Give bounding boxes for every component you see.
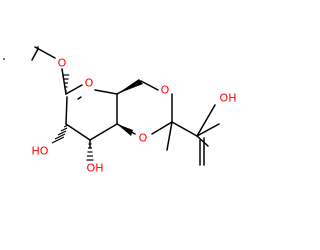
- bond-c2-c1: [65, 96, 68, 125]
- hash-bond-c1-ome: [62, 74, 70, 92]
- bond-c4-c3: [89, 123, 118, 141]
- bond-c6-o-top: [140, 80, 159, 91]
- bond-c3-c2: [65, 123, 91, 141]
- bond-carboxyl-oh: [196, 104, 216, 137]
- molecule-structure: O O O O OH HO OH: [3, 46, 237, 175]
- bond-carboxyl-double-1: [196, 123, 220, 137]
- atom-label-acid-oh: OH: [220, 92, 237, 105]
- bond-c1-oring: [65, 84, 83, 95]
- bond-carboxyl-double-a: [196, 135, 209, 147]
- atom-label-dioxane-o-top: O: [161, 84, 170, 97]
- bond-ch3-o: [31, 48, 39, 61]
- bond-methoxy-o-c1: [61, 68, 67, 95]
- bond-set: [3, 48, 216, 151]
- bond-cq-carboxyl: [171, 121, 198, 137]
- hash-bond-c3-oh: [86, 143, 94, 161]
- atom-label-dioxane-o-bottom: O: [139, 132, 148, 145]
- bond-cq-o-bottom: [151, 121, 173, 135]
- atom-label-hydroxyl-2: HO: [32, 145, 49, 158]
- bond-methoxy-methyl: [34, 46, 56, 59]
- atom-label-ring-o: O: [85, 77, 94, 90]
- wedge-bond-c4-obottom: [117, 124, 133, 136]
- hash-bond-c2-ho: [51, 124, 69, 144]
- wedge-bond-c5-c6: [117, 79, 143, 94]
- bond-cq-methyl: [166, 121, 173, 151]
- atom-label-hydroxyl-3: OH: [87, 162, 104, 175]
- bond-ring-o-c5: [94, 89, 118, 95]
- bond-c1-ring-o: [77, 96, 82, 100]
- atom-label-methoxy-o: O: [58, 57, 67, 70]
